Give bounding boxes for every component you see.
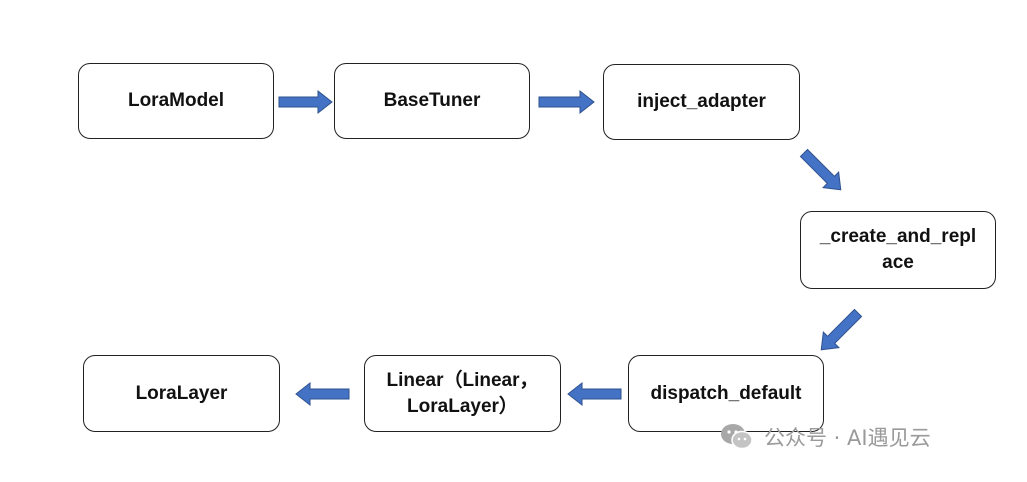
node-dispatch-default: dispatch_default: [628, 355, 824, 432]
arrow-inject-adapter-to-create-and-replace: [799, 148, 842, 191]
node-label: LoraModel: [127, 90, 225, 112]
watermark-text: 公众号 · AI遇见云: [764, 426, 931, 450]
node-inject-adapter: inject_adapter: [603, 64, 800, 140]
arrow-create-and-replace-to-dispatch-default: [820, 308, 863, 351]
wechat-icon: [721, 424, 753, 450]
arrow-base-tuner-to-inject-adapter: [538, 89, 595, 115]
arrow-linear-to-lora-layer: [295, 381, 350, 407]
arrow-dispatch-default-to-linear: [567, 381, 622, 407]
node-lora-model: LoraModel: [78, 63, 274, 139]
watermark: 公众号 · AI遇见云: [720, 422, 931, 452]
node-label: LoraLayer: [135, 382, 228, 404]
arrow-lora-model-to-base-tuner: [278, 89, 333, 115]
node-lora-layer: LoraLayer: [83, 355, 280, 432]
node-create-and-replace: _create_and_repl ace: [800, 211, 996, 289]
node-label: BaseTuner: [383, 90, 481, 112]
node-label: dispatch_default: [650, 382, 802, 404]
node-linear: Linear（Linear， LoraLayer）: [364, 355, 561, 432]
node-base-tuner: BaseTuner: [334, 63, 530, 139]
node-label: _create_and_repl ace: [819, 226, 977, 273]
node-label: Linear（Linear， LoraLayer）: [386, 369, 539, 417]
node-label: inject_adapter: [637, 91, 766, 113]
